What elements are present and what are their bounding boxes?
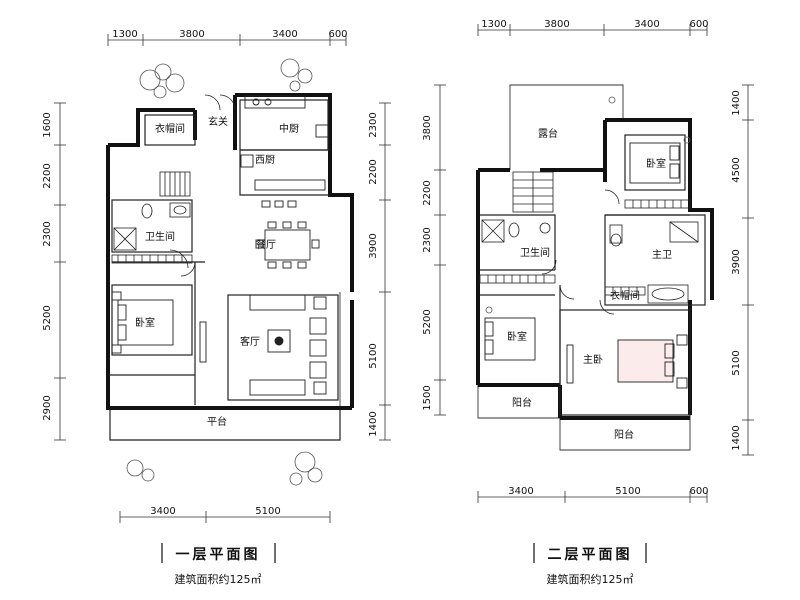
f1-top-dim-4: 600	[328, 29, 347, 40]
plant-icon	[485, 96, 691, 314]
f2-label-master-bath: 主卫	[652, 249, 672, 261]
floor2-hatched-bands	[479, 199, 691, 296]
f1-label-closet: 衣帽间	[155, 122, 185, 135]
f2-bottom-dim-1: 3400	[508, 486, 533, 497]
floor2-inner-walls	[480, 134, 706, 416]
floor1-bottom-dimensions	[119, 511, 331, 523]
f1-top-dim-1: 1300	[112, 29, 137, 40]
floor1-plan: 1300 3800 3400 600 1600 2200 2300 5200 2…	[42, 29, 391, 586]
f2-right-dim-3: 3900	[731, 249, 742, 274]
f1-label-terrace: 平台	[207, 415, 227, 428]
floor1-left-dimensions	[54, 102, 66, 441]
floor1-stairs	[159, 171, 191, 197]
f2-left-dim-1: 3800	[422, 115, 433, 140]
f2-label-bathroom: 卫生间	[520, 246, 550, 259]
floor1-inner-walls	[108, 99, 341, 441]
floor1-caption-brackets	[161, 543, 276, 563]
floor2-right-dimensions	[742, 84, 754, 456]
f2-label-master-bedroom: 主卧	[583, 353, 603, 366]
f2-top-dim-2: 3800	[544, 19, 569, 30]
floor1-walls	[106, 93, 354, 410]
floor1-kitchen-fixtures	[240, 95, 329, 191]
f1-left-dim-3: 2300	[42, 221, 53, 246]
f1-right-dim-5: 1400	[368, 411, 379, 436]
f2-bottom-dim-3: 600	[689, 486, 708, 497]
floor1-top-dimensions	[107, 34, 347, 46]
f1-top-dim-3: 3400	[272, 29, 297, 40]
f2-right-dim-5: 1400	[731, 425, 742, 450]
floor2-plan: 1300 3800 3400 600 3800 2200 2300 5200 1…	[422, 19, 754, 586]
f2-left-dim-5: 1500	[422, 385, 433, 410]
floor2-walls	[476, 118, 714, 420]
f2-top-dim-3: 3400	[634, 19, 659, 30]
f1-bottom-dim-1: 3400	[150, 506, 175, 517]
floor1-title: 一层平面图	[176, 547, 261, 563]
f2-right-dim-4: 5100	[731, 350, 742, 375]
f2-label-closet: 衣帽间	[610, 289, 640, 302]
f1-left-dim-1: 1600	[42, 112, 53, 137]
floor2-doors	[541, 189, 620, 315]
f1-label-living: 客厅	[240, 335, 260, 348]
f2-top-dim-1: 1300	[481, 19, 506, 30]
f1-label-bedroom: 卧室	[135, 316, 155, 329]
f1-right-dim-1: 2300	[368, 112, 379, 137]
f2-label-open-terrace: 露台	[538, 127, 558, 140]
floor2-left-dimensions	[434, 84, 446, 416]
f1-bottom-dim-2: 5100	[255, 506, 280, 517]
f2-right-dim-2: 4500	[731, 157, 742, 182]
f1-right-dim-2: 2200	[368, 159, 379, 184]
floor2-bath-fixtures	[481, 219, 699, 304]
floor1-hatched-band	[111, 254, 193, 264]
f1-left-dim-2: 2200	[42, 163, 53, 188]
f2-left-dim-4: 5200	[422, 309, 433, 334]
f1-left-dim-5: 2900	[42, 395, 53, 420]
floor2-caption-brackets	[533, 543, 647, 563]
floor2-beds	[484, 142, 688, 389]
floor1-living-furniture	[249, 294, 327, 396]
floor2-area: 建筑面积约125㎡	[547, 572, 634, 586]
floor2-terrace-outline	[477, 84, 691, 451]
floor1-bath-fixtures	[113, 202, 191, 251]
f2-top-dim-4: 600	[689, 19, 708, 30]
f1-left-dim-4: 5200	[42, 305, 53, 330]
floor2-stairs	[512, 171, 554, 213]
f1-label-dining: 餐厅	[256, 238, 276, 251]
f1-label-chinese-kitchen: 中厨	[279, 122, 299, 135]
f2-bottom-dim-2: 5100	[615, 486, 640, 497]
tree-icon	[126, 58, 323, 486]
f1-label-foyer: 玄关	[208, 115, 228, 128]
f2-left-dim-2: 2200	[422, 180, 433, 205]
floor1-right-dimensions	[379, 102, 391, 441]
floor2-top-dimensions	[477, 24, 708, 36]
floor2-title: 二层平面图	[548, 547, 633, 563]
f2-label-balcony-w: 阳台	[512, 396, 532, 409]
f2-label-bedroom-sw: 卧室	[507, 330, 527, 343]
f2-label-balcony-s: 阳台	[614, 428, 634, 441]
floor1-bed	[111, 291, 207, 363]
f1-top-dim-2: 3800	[179, 29, 204, 40]
floor1-dining-table	[255, 200, 320, 269]
floor2-bottom-dimensions	[477, 491, 708, 503]
f2-left-dim-3: 2300	[422, 227, 433, 252]
f2-right-dim-1: 1400	[731, 90, 742, 115]
f1-right-dim-4: 5100	[368, 343, 379, 368]
f1-right-dim-3: 3900	[368, 233, 379, 258]
floor1-doors	[169, 94, 341, 408]
f1-label-western-kitchen: 西厨	[255, 154, 275, 166]
f2-label-bedroom-ne: 卧室	[646, 157, 666, 170]
floor1-area: 建筑面积约125㎡	[175, 572, 262, 586]
f1-label-bathroom: 卫生间	[145, 230, 175, 243]
